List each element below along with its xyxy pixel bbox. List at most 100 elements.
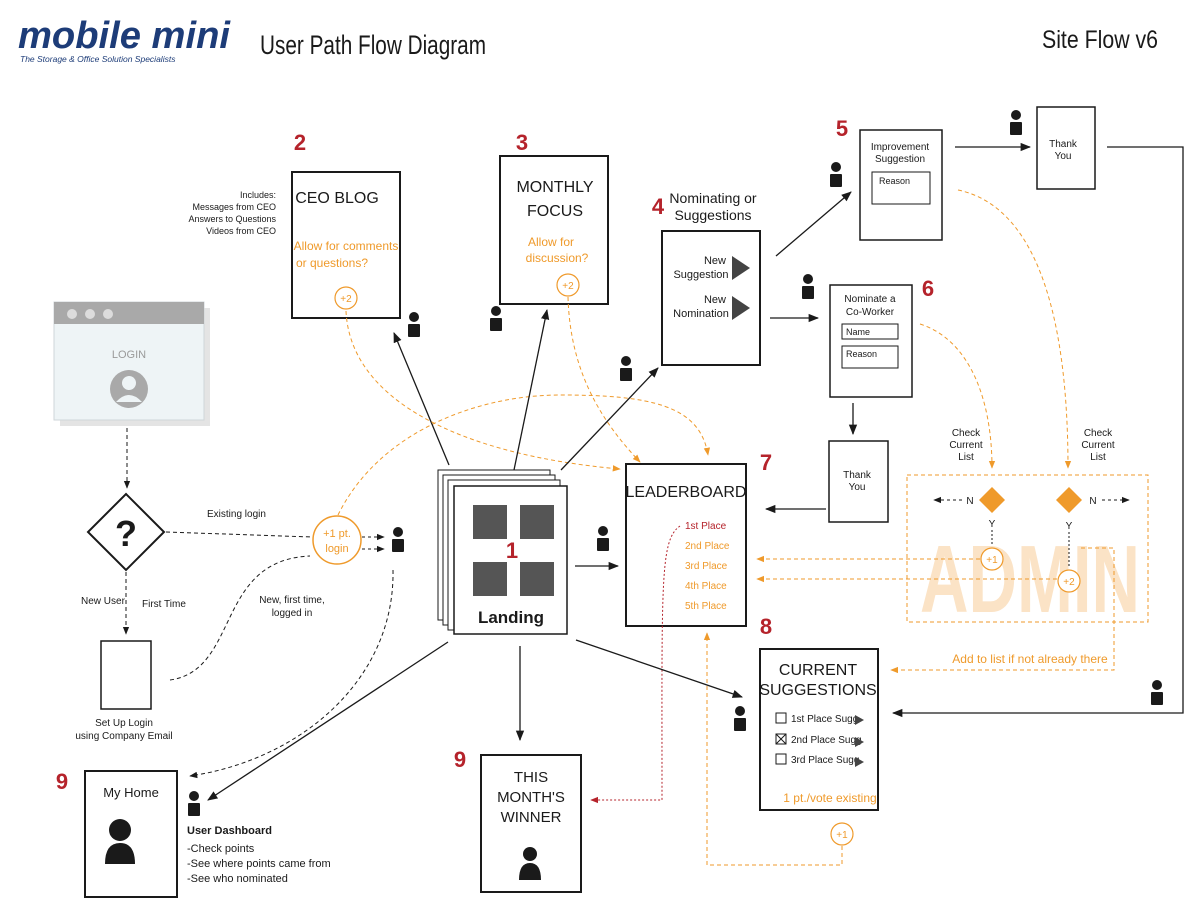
leaderboard-place: 5th Place: [685, 601, 727, 612]
svg-text:My Home: My Home: [103, 785, 159, 800]
leaderboard-page: LEADERBOARD 1st Place 2nd Place 3rd Plac…: [625, 463, 747, 627]
check-list-label: List: [1090, 452, 1106, 463]
logo-tagline: The Storage & Office Solution Specialist…: [20, 54, 176, 64]
svg-text:or questions?: or questions?: [296, 256, 368, 270]
dashboard-item: -Check points: [187, 843, 255, 855]
add-to-list-note: Add to list if not already there: [952, 652, 1108, 666]
step-number: 3: [516, 130, 528, 155]
svg-text:You: You: [849, 482, 866, 493]
nominate-page: Nominate a Co-Worker Name Reason: [829, 284, 913, 398]
nominating-title: Nominating or: [669, 190, 756, 206]
user-icon: [620, 356, 632, 381]
svg-text:Co-Worker: Co-Worker: [846, 307, 895, 318]
svg-text:Nominate a: Nominate a: [844, 294, 896, 305]
login-decision: ?: [86, 492, 166, 572]
step-number: 2: [294, 130, 306, 155]
tile-icon: [473, 505, 507, 539]
my-home-page: My Home: [84, 770, 178, 898]
step-number: 9: [56, 769, 68, 794]
user-icon: [392, 527, 404, 552]
leaderboard-place: 2nd Place: [685, 541, 730, 552]
decision-diamond-icon: [979, 487, 1005, 513]
login-points-badge: +1 pt. login: [312, 515, 362, 565]
points-badge: [1057, 569, 1081, 593]
winner-person-icon: [519, 847, 541, 880]
landing-label: Landing: [478, 608, 544, 627]
version-label: Site Flow v6: [1042, 26, 1158, 54]
reason-field[interactable]: [871, 171, 931, 205]
user-icon: [830, 162, 842, 187]
svg-text:Allow for: Allow for: [528, 235, 574, 249]
step-number: 6: [922, 276, 934, 301]
setup-login-label: Set Up Login: [95, 718, 153, 729]
login-label: LOGIN: [112, 349, 146, 361]
svg-text:Allow for comments: Allow for comments: [294, 239, 399, 253]
name-field[interactable]: [841, 323, 899, 340]
window-dot-icon: [85, 309, 95, 319]
svg-text:+1: +1: [836, 830, 848, 841]
login-window: LOGIN: [53, 301, 210, 426]
svg-text:THIS: THIS: [514, 769, 548, 786]
thank-you-page-top: Thank You: [1036, 106, 1096, 190]
user-icon: [490, 306, 502, 331]
check-list-label: List: [958, 452, 974, 463]
play-arrow-icon: [855, 715, 864, 725]
points-badge: [556, 273, 580, 297]
svg-text:WINNER: WINNER: [501, 809, 562, 826]
svg-text:SUGGESTIONS: SUGGESTIONS: [759, 682, 876, 699]
new-first-time-label: logged in: [272, 608, 313, 619]
leaderboard-place: 1st Place: [685, 521, 727, 532]
svg-text:Suggestion: Suggestion: [875, 154, 925, 165]
ceo-includes-text: Includes:: [240, 190, 276, 200]
svg-text:Nomination: Nomination: [673, 308, 729, 320]
leaderboard-place: 4th Place: [685, 581, 727, 592]
svg-text:Reason: Reason: [846, 349, 877, 359]
monthly-focus-page: MONTHLY FOCUS Allow for discussion? +2: [499, 155, 609, 305]
admin-zone: ADMIN Check Current List Check Current L…: [906, 428, 1149, 633]
user-icon: [802, 274, 814, 299]
existing-login-label: Existing login: [207, 509, 266, 520]
svg-text:N: N: [966, 496, 973, 507]
play-arrow-icon: [855, 737, 864, 747]
play-arrow-icon: [732, 296, 750, 320]
window-dot-icon: [67, 309, 77, 319]
ceo-blog-page: CEO BLOG Allow for comments or questions…: [291, 171, 401, 319]
user-icon: [1010, 110, 1022, 135]
window-dot-icon: [103, 309, 113, 319]
page-title: User Path Flow Diagram: [260, 30, 486, 60]
svg-text:New: New: [704, 294, 726, 306]
svg-text:New: New: [704, 255, 726, 267]
points-badge: [334, 286, 358, 310]
improvement-page: Improvement Suggestion Reason: [859, 129, 943, 241]
svg-text:Improvement: Improvement: [871, 142, 930, 153]
play-arrow-icon: [732, 256, 750, 280]
checkbox[interactable]: [775, 753, 787, 765]
user-icon: [408, 312, 420, 337]
svg-text:+2: +2: [562, 281, 574, 292]
svg-text:Y: Y: [989, 519, 996, 530]
home-person-icon: [105, 819, 135, 864]
svg-text:1st Place Sugg: 1st Place Sugg: [791, 714, 858, 725]
ceo-includes-text: Videos from CEO: [206, 226, 276, 236]
step-number: 1: [506, 538, 518, 563]
tile-icon: [520, 505, 554, 539]
svg-text:+2: +2: [1063, 577, 1075, 588]
svg-text:Reason: Reason: [879, 176, 910, 186]
svg-text:3rd Place Sugg.: 3rd Place Sugg.: [791, 755, 862, 766]
svg-text:Suggestion: Suggestion: [673, 269, 728, 281]
nominating-title: Suggestions: [674, 207, 751, 223]
svg-text:login: login: [325, 543, 348, 555]
admin-watermark: ADMIN: [920, 526, 1140, 633]
svg-text:1 pt./vote existing: 1 pt./vote existing: [783, 791, 876, 805]
step-number: 9: [454, 747, 466, 772]
svg-text:Thank: Thank: [1049, 139, 1078, 150]
checkbox[interactable]: [775, 712, 787, 724]
svg-text:CEO BLOG: CEO BLOG: [295, 190, 379, 207]
decision-diamond-icon: [1056, 487, 1082, 513]
svg-text:+1: +1: [986, 555, 998, 566]
check-list-label: Check: [952, 428, 981, 439]
reason-field[interactable]: [841, 345, 899, 369]
setup-login-label: using Company Email: [75, 731, 172, 742]
svg-text:MONTH'S: MONTH'S: [497, 789, 565, 806]
